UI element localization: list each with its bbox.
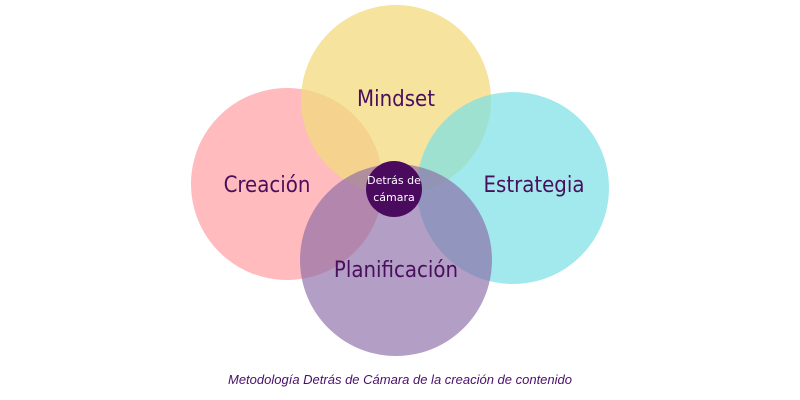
center-circle <box>366 161 422 217</box>
center-label-line2: cámara <box>373 191 415 204</box>
caption: Metodología Detrás de Cámara de la creac… <box>228 372 572 387</box>
center-label-line1: Detrás de <box>367 174 421 187</box>
label-estrategia: Estrategia <box>484 173 585 198</box>
circle-planificacion <box>300 164 492 356</box>
label-planificacion: Planificación <box>334 258 458 283</box>
label-mindset: Mindset <box>357 87 435 112</box>
label-creacion: Creación <box>224 173 311 198</box>
